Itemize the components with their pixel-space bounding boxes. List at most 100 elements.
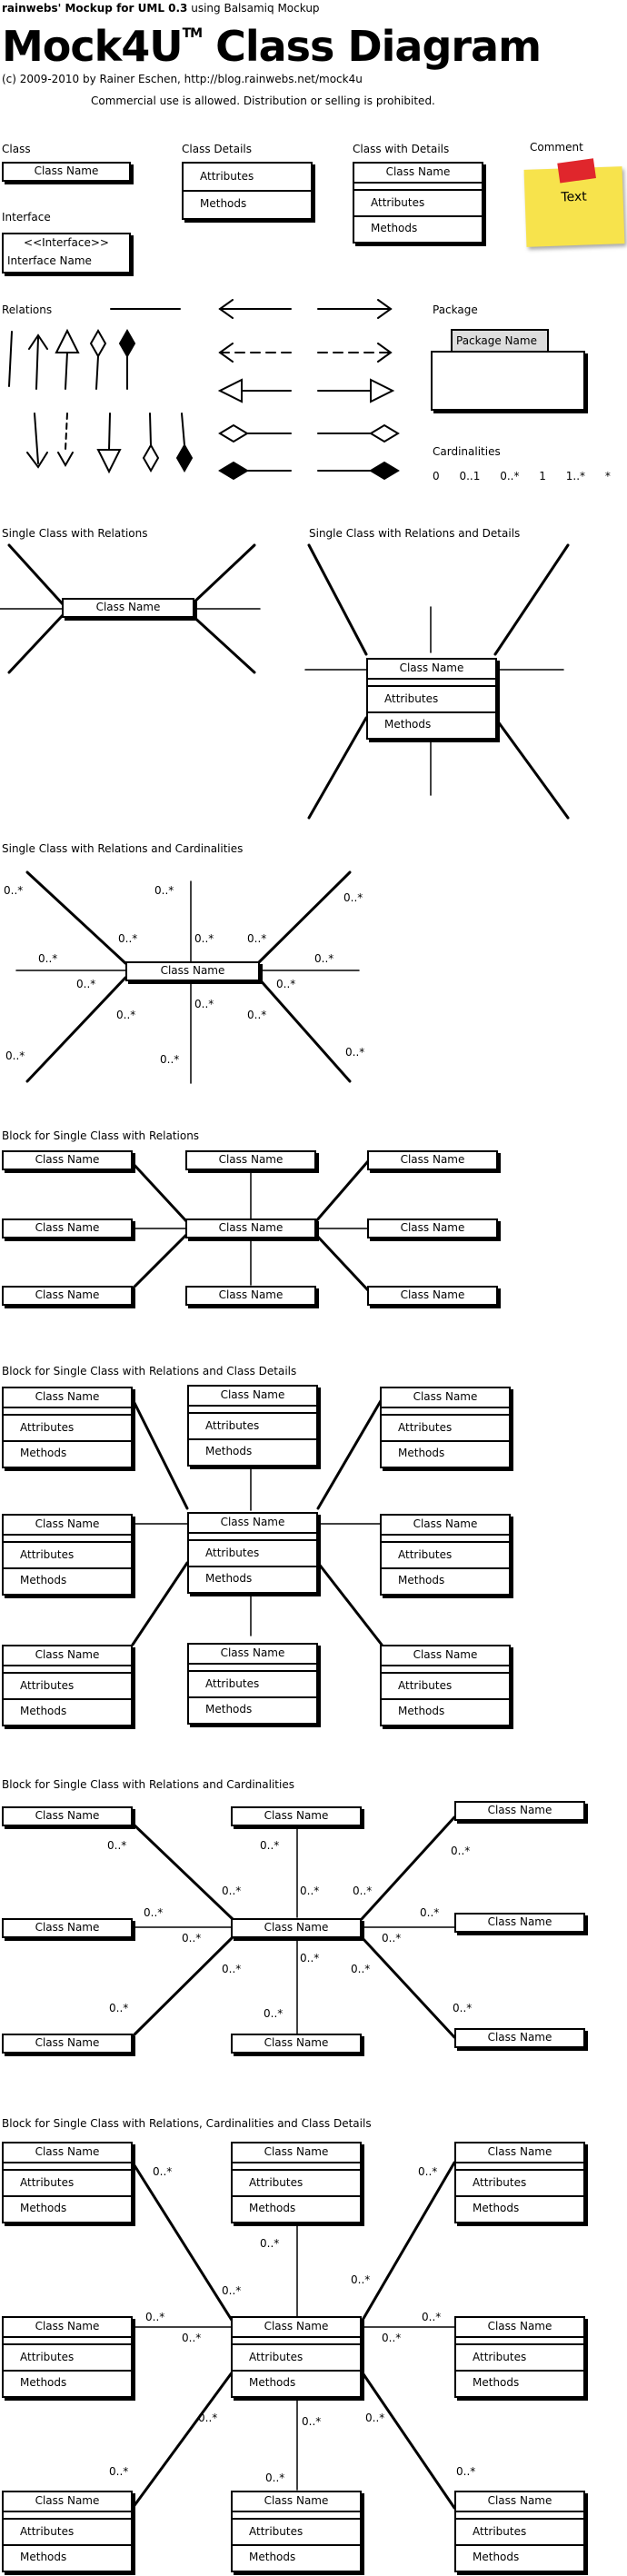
rel-h-aggr-right-head [369, 423, 400, 443]
block-card-class[interactable]: Class Name [2, 1918, 133, 1938]
legend-class-box[interactable]: Class Name [2, 162, 131, 182]
card-label: 0..* [382, 2332, 402, 2344]
block-full-class[interactable]: Class Name Attributes Methods [454, 2316, 585, 2398]
block-card-class[interactable]: Class Name [231, 2034, 362, 2054]
card-label: 0..* [314, 952, 334, 965]
class-name: Class Name [487, 2031, 552, 2044]
block-relations-class[interactable]: Class Name [2, 1218, 133, 1238]
block-details-class[interactable]: Class Name Attributes Methods [380, 1387, 511, 1468]
title-main: Mock4U [2, 22, 184, 71]
card-label: 0..* [182, 1932, 202, 1944]
attributes-row: Attributes [456, 2345, 583, 2372]
class-name-row: Class Name [382, 1516, 509, 1536]
section-block-relations-details: Block for Single Class with Relations an… [2, 1365, 297, 1378]
block-relations-class[interactable]: Class Name [367, 1150, 498, 1170]
rel-b-arrow-head [26, 452, 48, 469]
attributes-row: Attributes [189, 1541, 316, 1567]
block-card-center-class[interactable]: Class Name [231, 1918, 362, 1938]
methods-row: Methods [20, 1574, 67, 1586]
single-relations-class[interactable]: Class Name [62, 598, 194, 618]
class-name: Class Name [35, 1288, 100, 1301]
rel-h-comp-left-head [218, 461, 249, 481]
single-cardinalities-class[interactable]: Class Name [125, 961, 260, 981]
class-name: Class Name [35, 1921, 100, 1934]
block-relations-center-class[interactable]: Class Name [185, 1218, 316, 1238]
relations-label: Relations [2, 303, 53, 316]
block-details-class[interactable]: Class Name Attributes Methods [380, 1645, 511, 1726]
block-relations-class[interactable]: Class Name [185, 1150, 316, 1170]
card-label: 0..* [153, 2165, 173, 2178]
card-label: 0..* [154, 884, 174, 897]
block-details-class[interactable]: Class Name Attributes Methods [187, 1643, 318, 1725]
rel-v-aggr-head [89, 328, 107, 359]
spacer-row [233, 2512, 360, 2520]
block-relations-class[interactable]: Class Name [367, 1218, 498, 1238]
block-details-class[interactable]: Class Name Attributes Methods [2, 1645, 133, 1726]
card-label: 0..* [247, 1009, 267, 1021]
block-full-class[interactable]: Class Name Attributes Methods [454, 2142, 585, 2223]
block-relations-class[interactable]: Class Name [185, 1286, 316, 1306]
block-details-class[interactable]: Class Name Attributes Methods [2, 1514, 133, 1596]
block-details-class[interactable]: Class Name Attributes Methods [2, 1387, 133, 1468]
rel-b-comp-head [175, 443, 194, 473]
rel-h-inherit-right-head [370, 378, 395, 403]
methods-row: Methods [249, 2376, 296, 2389]
card-label: 0..* [118, 932, 138, 945]
block-details-class[interactable]: Class Name Attributes Methods [187, 1385, 318, 1467]
block-details-class[interactable]: Class Name Attributes Methods [380, 1514, 511, 1596]
legend-package[interactable]: Package Name [431, 325, 590, 413]
attributes-row: Attributes [382, 1543, 509, 1569]
attributes-row: Attributes [456, 2171, 583, 2197]
attributes-row: Attributes [354, 191, 482, 217]
card-0: 0 [433, 470, 440, 482]
block-full-class[interactable]: Class Name Attributes Methods [454, 2491, 585, 2572]
spacer-row [4, 1666, 131, 1674]
attributes-row: Attributes [382, 1674, 509, 1700]
block-card-class[interactable]: Class Name [2, 1806, 133, 1826]
single-relations-details-class[interactable]: Class Name Attributes Methods [366, 658, 497, 740]
block-card-class[interactable]: Class Name [2, 2034, 133, 2054]
class-name-row: Class Name [4, 1516, 131, 1536]
block-relations-class[interactable]: Class Name [2, 1286, 133, 1306]
class-name: Class Name [218, 1221, 284, 1234]
block-relations-class[interactable]: Class Name [367, 1286, 498, 1306]
block-full-class[interactable]: Class Name Attributes Methods [231, 2142, 362, 2223]
class-name: Class Name [264, 1809, 329, 1822]
methods-row: Methods [249, 2551, 296, 2563]
block-full-class[interactable]: Class Name Attributes Methods [231, 2491, 362, 2572]
rel-v-inherit-head [55, 328, 80, 353]
comment-label: Comment [530, 141, 583, 154]
methods-row: Methods [205, 1572, 253, 1585]
spacer-row [382, 1408, 509, 1416]
class-name: Class Name [35, 1221, 100, 1234]
block-card-class[interactable]: Class Name [454, 1801, 585, 1821]
section-block-relations: Block for Single Class with Relations [2, 1129, 200, 1142]
block-details-center-class[interactable]: Class Name Attributes Methods [187, 1512, 318, 1594]
rel-b-inherit-head [96, 449, 122, 474]
block-full-class[interactable]: Class Name Attributes Methods [2, 2491, 133, 2572]
block-card-class[interactable]: Class Name [454, 1913, 585, 1933]
block-full-class[interactable]: Class Name Attributes Methods [2, 2316, 133, 2398]
attributes-row: Attributes [233, 2171, 360, 2197]
legend-class-details-box[interactable]: Attributes Methods [182, 162, 313, 220]
class-name: Class Name [487, 1804, 552, 1816]
block-full-class[interactable]: Class Name Attributes Methods [2, 2142, 133, 2223]
card-label: 0..* [456, 2465, 476, 2478]
card-label: 0..* [4, 884, 24, 897]
header-top-bold: rainwebs' Mockup for UML 0.3 [2, 2, 188, 15]
class-name-row: Class Name [456, 2143, 583, 2163]
block-full-center-class[interactable]: Class Name Attributes Methods [231, 2316, 362, 2398]
spacer-row [382, 1666, 509, 1674]
legend-class-with-details-box[interactable]: Class Name Attributes Methods [353, 162, 483, 244]
class-name: Class Name [95, 601, 161, 613]
block-card-class[interactable]: Class Name [231, 1806, 362, 1826]
spacer-row [382, 1536, 509, 1543]
block-card-class[interactable]: Class Name [454, 2028, 585, 2048]
card-many: * [604, 470, 611, 482]
legend-interface-box[interactable]: <<Interface>> Interface Name [2, 233, 131, 274]
class-name-row: Class Name [189, 1514, 316, 1534]
block-relations-class[interactable]: Class Name [2, 1150, 133, 1170]
methods-row: Methods [20, 1705, 67, 1717]
